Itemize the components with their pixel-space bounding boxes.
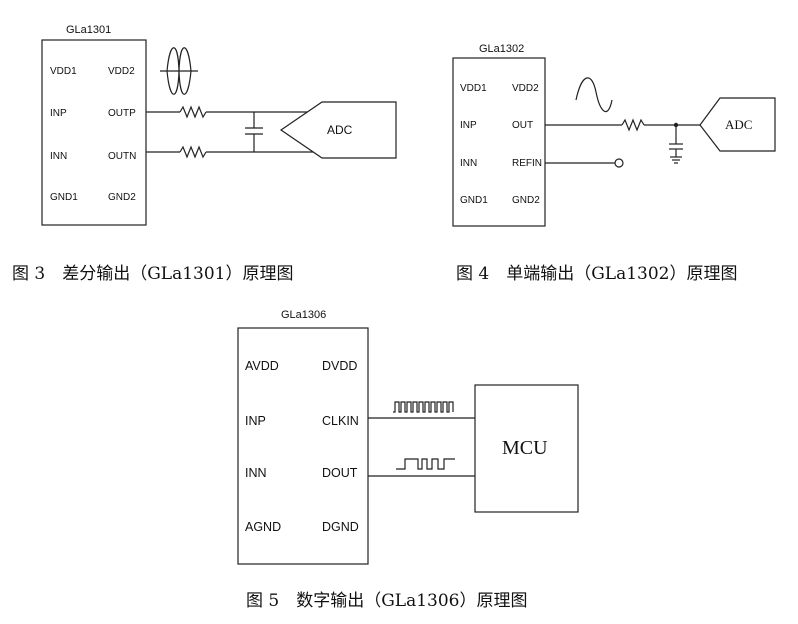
fig3-outn-wire — [146, 145, 323, 159]
fig4-adc-label: ADC — [725, 117, 752, 132]
fig5-chip-body — [237, 327, 369, 565]
fig4-chip-body — [452, 57, 546, 227]
fig4-sine-signal-icon — [575, 77, 613, 113]
fig5-pin-avdd: AVDD — [245, 359, 279, 373]
fig5-data-waveform-icon — [396, 458, 455, 470]
fig5-caption: 图 5 数字输出（GLa1306）原理图 — [246, 591, 528, 611]
fig3-pin-gnd2: GND2 — [108, 192, 136, 203]
fig3-adc-label: ADC — [327, 123, 353, 137]
fig5-mcu-block — [474, 384, 579, 513]
fig3-caption: 图 3 差分输出（GLa1301）原理图 — [12, 264, 294, 284]
fig3-pin-outp: OUTP — [108, 108, 136, 119]
fig4-pin-out: OUT — [512, 120, 533, 131]
fig3-pin-outn: OUTN — [108, 151, 136, 162]
figure-5: GLa1306 AVDD INP INN AGND DVDD CLKIN DOU… — [237, 309, 579, 611]
fig4-pin-inn: INN — [460, 158, 477, 169]
fig4-pin-gnd1: GND1 — [460, 195, 488, 206]
fig4-chip-name: GLa1302 — [479, 43, 524, 55]
fig3-chip-body — [41, 39, 147, 226]
fig5-chip-name: GLa1306 — [281, 309, 326, 321]
fig5-pin-agnd: AGND — [245, 520, 281, 534]
figure-3: GLa1301 VDD1 INP INN GND1 VDD2 OUTP OUTN… — [12, 24, 397, 284]
fig4-ground-capacitor — [669, 125, 683, 164]
fig5-pin-dvdd: DVDD — [322, 359, 357, 373]
fig4-adc-block — [699, 97, 776, 152]
fig3-pin-inp: INP — [50, 108, 67, 119]
fig5-pin-dgnd: DGND — [322, 520, 359, 534]
fig3-differential-signal-icon — [160, 47, 198, 95]
fig4-refin-wire — [545, 158, 624, 168]
fig5-pin-dout: DOUT — [322, 466, 358, 480]
fig4-pin-vdd2: VDD2 — [512, 83, 539, 94]
fig4-pin-vdd1: VDD1 — [460, 83, 487, 94]
fig4-pin-gnd2: GND2 — [512, 195, 540, 206]
fig3-filter-capacitor — [245, 112, 263, 152]
fig3-chip-name: GLa1301 — [66, 24, 111, 36]
fig4-pin-inp: INP — [460, 120, 477, 131]
fig5-mcu-label: MCU — [502, 437, 548, 459]
fig4-caption: 图 4 单端输出（GLa1302）原理图 — [456, 264, 738, 284]
fig3-pin-gnd1: GND1 — [50, 192, 78, 203]
fig4-pin-refin: REFIN — [512, 158, 542, 169]
figure-4: GLa1302 VDD1 INP INN GND1 VDD2 OUT REFIN… — [452, 43, 776, 284]
fig3-pin-vdd2: VDD2 — [108, 66, 135, 77]
fig3-adc-block — [279, 101, 397, 159]
fig5-clock-waveform-icon — [393, 401, 454, 413]
fig5-pin-clkin: CLKIN — [322, 414, 359, 428]
fig3-outp-wire — [146, 102, 323, 119]
fig3-pin-vdd1: VDD1 — [50, 66, 77, 77]
fig4-out-wire — [545, 118, 700, 132]
fig5-pin-inp: INP — [245, 414, 266, 428]
fig5-pin-inn: INN — [245, 466, 267, 480]
fig3-pin-inn: INN — [50, 151, 67, 162]
